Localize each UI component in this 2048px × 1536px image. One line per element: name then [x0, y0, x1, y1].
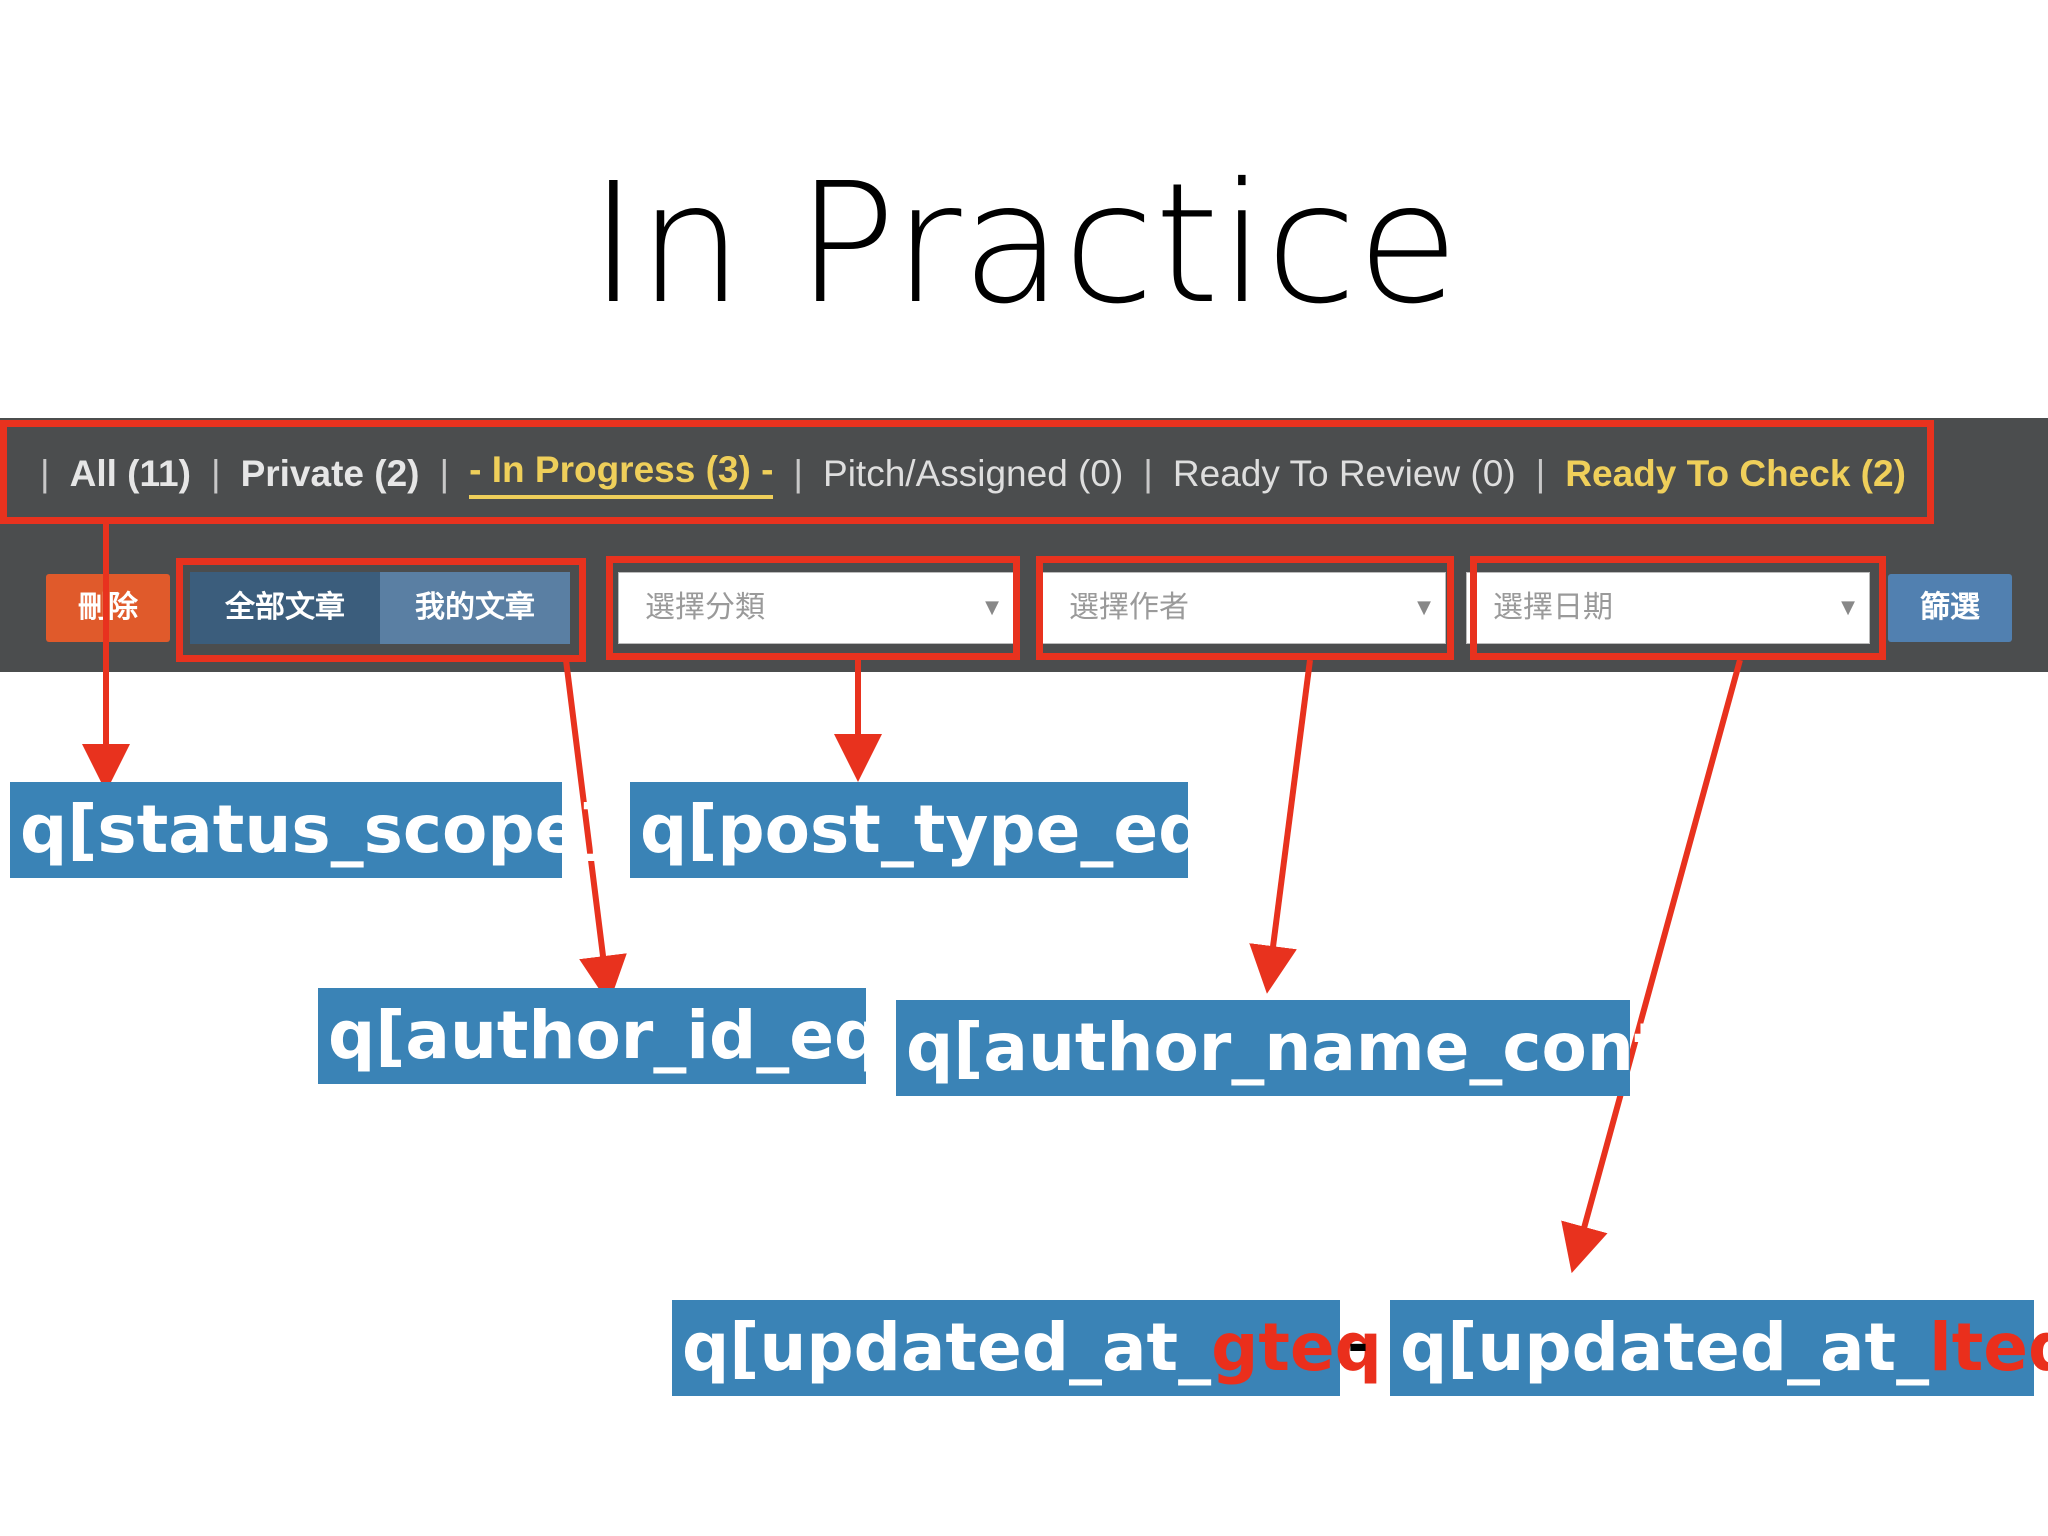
tab-separator: |	[1143, 453, 1153, 494]
arrow-author-name	[1249, 659, 1313, 994]
label-updated-gteq-operator: gteq	[1211, 1309, 1382, 1386]
scope-toggle-highlight	[176, 558, 586, 662]
tab-ready-to-check[interactable]: Ready To Check (2)	[1565, 453, 1906, 494]
post-scope-toggle: 全部文章 我的文章	[190, 572, 570, 644]
tab-separator: |	[439, 453, 450, 494]
slide-title: In Practice	[589, 148, 1459, 341]
status-tabs-highlight	[0, 420, 1934, 524]
tab-in-progress[interactable]: - In Progress (3) -	[469, 449, 774, 499]
label-updated-at-lteq: q[updated_at_lteq]	[1390, 1300, 2048, 1396]
date-select-placeholder: 選擇日期	[1493, 590, 1613, 625]
chevron-down-icon: ▼	[985, 597, 999, 618]
post-filter-toolbar: | All (11) | Private (2) | - In Progress…	[0, 418, 2048, 672]
tab-separator: |	[40, 453, 50, 494]
tab-private[interactable]: Private (2)	[240, 453, 420, 494]
tab-separator: |	[210, 453, 221, 494]
status-tabs: | All (11) | Private (2) | - In Progress…	[0, 433, 1956, 515]
tab-separator: |	[1535, 453, 1546, 494]
my-posts-button[interactable]: 我的文章	[380, 572, 570, 644]
arrow-updated-at	[1561, 659, 1743, 1274]
category-select-placeholder: 選擇分類	[645, 590, 765, 625]
label-updated-lteq-operator: lteq	[1929, 1309, 2048, 1386]
tab-ready-to-review[interactable]: Ready To Review (0)	[1172, 453, 1516, 494]
author-select-highlight	[1036, 556, 1454, 660]
label-author-name: q[author_name_cont]	[896, 1000, 1696, 1096]
label-updated-lteq-prefix: q[updated_at_	[1400, 1309, 1930, 1386]
filter-button[interactable]: 篩選	[1888, 574, 2012, 642]
category-select[interactable]: 選擇分類 ▼	[618, 572, 1014, 644]
tab-pitch-assigned[interactable]: Pitch/Assigned (0)	[823, 453, 1124, 494]
chevron-down-icon: ▼	[1841, 597, 1855, 618]
label-post-type: q[post_type_eq]	[630, 782, 1236, 878]
date-select[interactable]: 選擇日期 ▼	[1466, 572, 1870, 644]
arrow-author-id	[563, 659, 627, 1004]
category-select-highlight	[606, 556, 1020, 660]
author-select-placeholder: 選擇作者	[1069, 590, 1189, 625]
range-dash: -	[1348, 1309, 1368, 1376]
tab-separator: |	[793, 453, 804, 494]
label-status-scope: q[status_scope]	[10, 782, 610, 878]
label-updated-gteq-prefix: q[updated_at_	[682, 1309, 1212, 1386]
chevron-down-icon: ▼	[1417, 597, 1431, 618]
all-posts-button[interactable]: 全部文章	[190, 572, 380, 644]
label-author-id: q[author_id_eq]	[318, 988, 911, 1084]
author-select[interactable]: 選擇作者 ▼	[1042, 572, 1446, 644]
tab-all[interactable]: All (11)	[69, 453, 191, 494]
date-select-highlight	[1470, 556, 1886, 660]
label-updated-at-gteq: q[updated_at_gteq]	[672, 1300, 1412, 1396]
